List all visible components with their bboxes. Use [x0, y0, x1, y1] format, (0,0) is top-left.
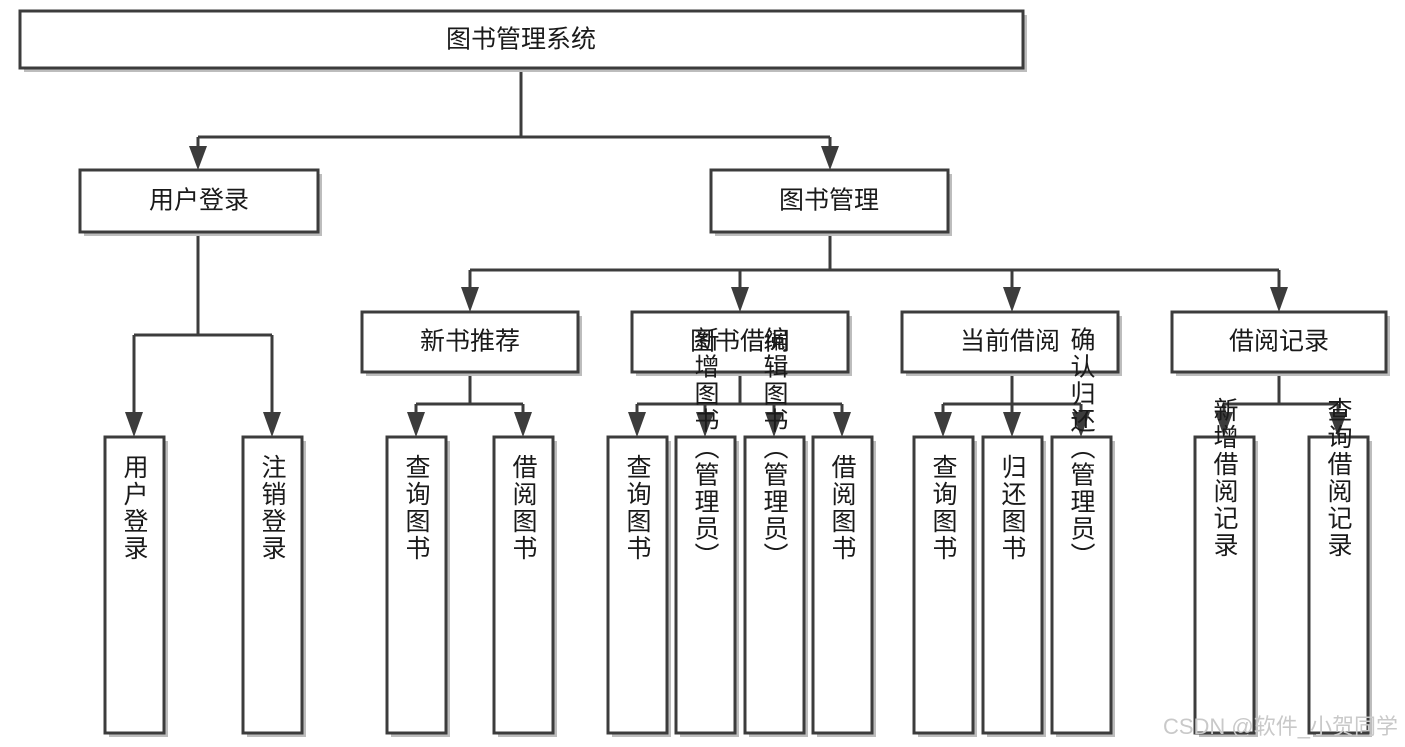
leaf-borrow-book-rec-box	[492, 435, 555, 735]
node-leaf-edit-book[interactable]: 编辑图书（管理员）	[743, 327, 808, 738]
node-leaf-user-logout[interactable]: 注销登录	[241, 435, 306, 737]
leaf-return-book-label: 归还图书	[998, 454, 1027, 562]
current-borrow-label: 当前借阅	[960, 328, 1060, 356]
arrow-to-current-borrow	[1003, 287, 1021, 312]
leaf-add-record-box	[1193, 435, 1256, 735]
new-book-recommend-label: 新书推荐	[420, 328, 520, 356]
node-book-borrow[interactable]: 图书借阅	[630, 310, 852, 376]
node-borrow-record[interactable]: 借阅记录	[1170, 310, 1390, 376]
arrow-to-leaf-user-logout	[263, 412, 281, 437]
new-book-recommend-box	[360, 310, 580, 374]
node-new-book-recommend[interactable]: 新书推荐	[360, 310, 582, 376]
leaf-confirm-return-box	[1050, 435, 1113, 735]
leaf-query-record-box	[1307, 435, 1370, 735]
edge-layer	[125, 68, 1347, 437]
node-leaf-borrow-book[interactable]: 借阅图书	[811, 435, 876, 737]
borrow-record-label: 借阅记录	[1229, 328, 1329, 356]
leaf-user-logout-label: 注销登录	[258, 454, 287, 562]
arrow-to-leaf-query-record	[1329, 412, 1347, 437]
leaf-query-book-cur-box	[912, 435, 975, 735]
leaf-add-record-label: 新增借阅记录	[1210, 397, 1239, 559]
current-borrow-box	[900, 310, 1120, 374]
node-current-borrow[interactable]: 当前借阅	[900, 310, 1122, 376]
leaf-edit-book-label: 编辑图书（管理员）	[760, 327, 789, 570]
leaf-borrow-book-box	[811, 435, 874, 735]
arrow-to-borrow-record	[1270, 287, 1288, 312]
leaf-return-book-box	[981, 435, 1044, 735]
node-leaf-user-login[interactable]: 用户登录	[103, 435, 168, 737]
node-leaf-borrow-book-rec[interactable]: 借阅图书	[492, 435, 557, 737]
node-leaf-add-book[interactable]: 新增图书（管理员）	[674, 327, 739, 738]
arrow-to-book-borrow	[731, 287, 749, 312]
arrow-to-leaf-query-book-borrow	[628, 412, 646, 437]
node-leaf-query-book-rec[interactable]: 查询图书	[385, 435, 450, 737]
arrow-to-new-book-recommend	[461, 287, 479, 312]
leaf-confirm-return-label: 确认归还（管理员）	[1067, 327, 1096, 570]
csdn-watermark: CSDN @软件_小贺同学	[1163, 714, 1398, 739]
book-management-label: 图书管理	[779, 187, 879, 215]
leaf-query-book-cur-label: 查询图书	[929, 454, 958, 562]
arrow-to-leaf-user-login	[125, 412, 143, 437]
book-borrow-box	[630, 310, 850, 374]
node-leaf-return-book[interactable]: 归还图书	[981, 435, 1046, 737]
leaf-edit-book-box	[743, 435, 806, 735]
leaf-add-book-label: 新增图书（管理员）	[691, 327, 720, 570]
root-box	[18, 9, 1025, 70]
arrow-to-leaf-query-book-rec	[407, 412, 425, 437]
node-book-management[interactable]: 图书管理	[709, 168, 952, 236]
node-user-login[interactable]: 用户登录	[78, 168, 322, 236]
node-leaf-add-record[interactable]: 新增借阅记录	[1193, 397, 1258, 737]
node-leaf-query-book-borrow[interactable]: 查询图书	[606, 435, 671, 737]
arrow-to-leaf-add-book	[696, 412, 714, 437]
leaf-query-record-label: 查询借阅记录	[1324, 397, 1353, 559]
arrow-to-leaf-query-book-cur	[934, 412, 952, 437]
node-leaf-query-record[interactable]: 查询借阅记录	[1307, 397, 1372, 737]
book-management-box	[709, 168, 950, 234]
arrow-to-leaf-confirm-return	[1072, 412, 1090, 437]
leaf-query-book-borrow-label: 查询图书	[623, 454, 652, 562]
node-leaf-confirm-return[interactable]: 确认归还（管理员）	[1050, 327, 1115, 738]
leaf-user-logout-box	[241, 435, 304, 735]
arrow-to-leaf-borrow-book	[833, 412, 851, 437]
leaf-add-book-box	[674, 435, 737, 735]
node-leaf-query-book-cur[interactable]: 查询图书	[912, 435, 977, 737]
leaf-user-login-box	[103, 435, 166, 735]
user-login-box	[78, 168, 320, 234]
leaf-query-book-rec-box	[385, 435, 448, 735]
arrow-to-leaf-borrow-book-rec	[514, 412, 532, 437]
user-login-label: 用户登录	[149, 187, 249, 215]
arrow-to-leaf-return-book	[1003, 412, 1021, 437]
leaf-query-book-rec-label: 查询图书	[402, 454, 431, 562]
borrow-record-box	[1170, 310, 1388, 374]
leaf-user-login-label: 用户登录	[120, 454, 149, 562]
arrow-to-leaf-add-record	[1215, 412, 1233, 437]
leaf-borrow-book-rec-label: 借阅图书	[509, 454, 538, 562]
arrow-to-leaf-edit-book	[765, 412, 783, 437]
root-label: 图书管理系统	[446, 26, 596, 54]
leaf-query-book-borrow-box	[606, 435, 669, 735]
leaf-borrow-book-label: 借阅图书	[828, 454, 857, 562]
arrow-to-book-management	[821, 146, 839, 170]
arrow-to-user-login	[189, 146, 207, 170]
book-borrow-label: 图书借阅	[690, 328, 790, 356]
node-root[interactable]: 图书管理系统	[18, 9, 1027, 72]
